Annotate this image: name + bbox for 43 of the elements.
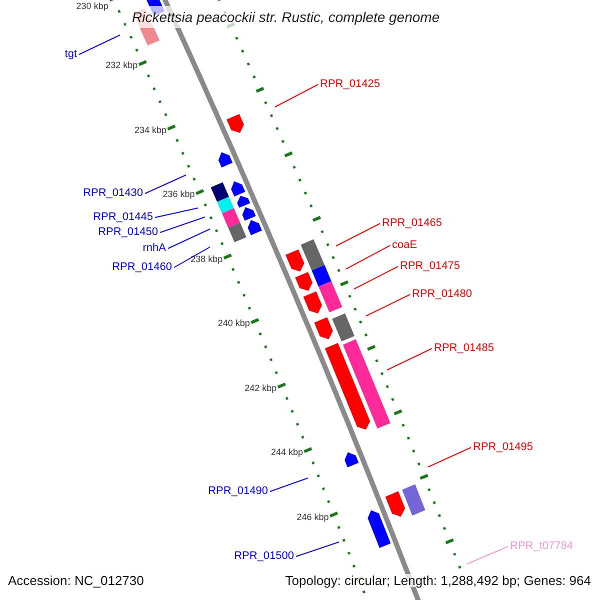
gene-label: RPR_01480 — [412, 289, 472, 300]
scale-label: 244 kbp — [270, 448, 303, 458]
leader-line — [336, 223, 380, 246]
gene-label: RPR_01425 — [320, 79, 380, 90]
accession-text: Accession: NC_012730 — [8, 574, 144, 587]
leader-line — [160, 216, 206, 233]
scale-label: 246 kbp — [296, 512, 329, 522]
scale-label: 238 kbp — [190, 254, 223, 264]
gene-label: RPR_01445 — [93, 212, 153, 223]
leader-line — [274, 84, 318, 108]
gene-label: RPR_01475 — [400, 261, 460, 272]
gene-label: RPR_01430 — [83, 188, 143, 199]
leader-line — [78, 34, 120, 55]
scale-label: 232 kbp — [106, 61, 138, 70]
leader-line — [354, 266, 398, 290]
leader-line — [366, 294, 410, 316]
leader-line — [296, 542, 340, 557]
scale-label: 234 kbp — [134, 126, 166, 135]
leader-line — [154, 208, 198, 218]
gene-label: coaE — [392, 240, 418, 251]
gene-label: RPR_01500 — [234, 551, 294, 562]
leader-line — [428, 447, 472, 468]
genome-stats-text: Topology: circular; Length: 1,288,492 bp; Genes: 964 — [285, 574, 591, 587]
gene-label: RPR_01460 — [112, 262, 172, 273]
gene-label: RPR_01490 — [208, 486, 268, 497]
leader-line — [346, 245, 390, 270]
leader-line — [174, 246, 210, 268]
scale-label: 242 kbp — [244, 384, 277, 393]
gene-label: RPR_01465 — [382, 218, 442, 229]
leader-line — [168, 228, 210, 249]
leader-line — [270, 478, 308, 492]
leader-line — [466, 546, 508, 564]
scale-label: 236 kbp — [162, 190, 195, 200]
scale-label: 230 kbp — [76, 2, 108, 11]
gene-label: RPR_01450 — [98, 227, 158, 238]
scale-label: 240 kbp — [218, 319, 250, 328]
gene-label: RPR_01495 — [473, 442, 533, 453]
gene-label: RPR_01485 — [434, 343, 494, 354]
gene-label: rnhA — [142, 243, 166, 254]
gene-label: tgt — [64, 49, 77, 60]
leader-line — [144, 174, 186, 194]
gene-label: RPR_t07784 — [510, 541, 573, 552]
leader-line — [386, 348, 432, 370]
